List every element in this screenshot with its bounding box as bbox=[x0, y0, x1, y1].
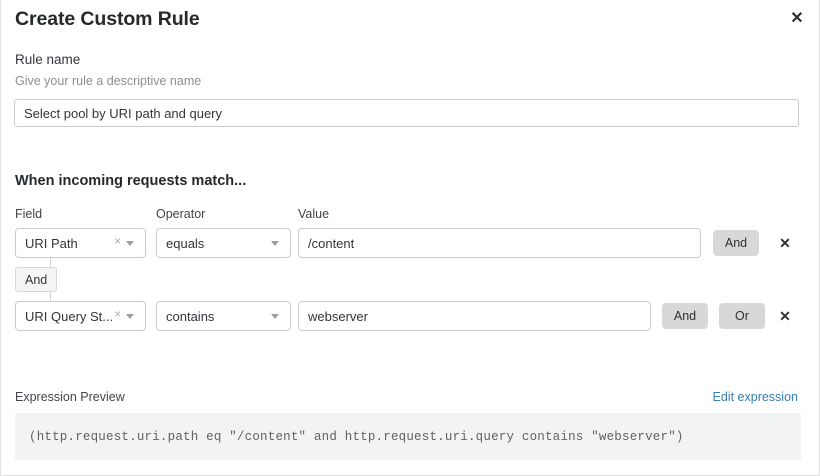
chevron-down-icon bbox=[126, 313, 134, 319]
field-select-row-1[interactable]: URI Path × bbox=[15, 228, 146, 258]
clear-icon[interactable]: × bbox=[114, 309, 121, 322]
or-button-row-2[interactable]: Or bbox=[719, 303, 765, 329]
operator-select-value: equals bbox=[166, 235, 205, 251]
rule-name-label: Rule name bbox=[15, 52, 81, 67]
expression-preview-text: (http.request.uri.path eq "/content" and… bbox=[29, 429, 684, 444]
match-section-heading: When incoming requests match... bbox=[15, 173, 247, 189]
delete-row-icon-row-2[interactable]: ✕ bbox=[779, 308, 791, 324]
and-button-row-1[interactable]: And bbox=[713, 230, 759, 256]
and-button-row-2[interactable]: And bbox=[662, 303, 708, 329]
expression-preview-box: (http.request.uri.path eq "/content" and… bbox=[15, 413, 801, 460]
connector-and-chip[interactable]: And bbox=[15, 267, 58, 292]
expression-preview-label: Expression Preview bbox=[15, 390, 125, 404]
rule-name-input[interactable] bbox=[14, 99, 799, 127]
rule-name-help-text: Give your rule a descriptive name bbox=[15, 74, 202, 88]
chevron-down-icon bbox=[271, 313, 279, 319]
column-header-field: Field bbox=[15, 207, 43, 221]
dialog-title: Create Custom Rule bbox=[15, 8, 200, 30]
condition-row: URI Query St... × contains And Or ✕ bbox=[1, 301, 820, 331]
chevron-down-icon bbox=[126, 240, 134, 246]
field-select-row-2[interactable]: URI Query St... × bbox=[15, 301, 146, 331]
value-input-row-2[interactable] bbox=[298, 301, 651, 331]
field-select-value: URI Query St... bbox=[25, 308, 113, 324]
close-icon[interactable]: ✕ bbox=[790, 10, 804, 27]
delete-row-icon-row-1[interactable]: ✕ bbox=[779, 235, 791, 251]
column-header-operator: Operator bbox=[156, 207, 206, 221]
operator-select-row-1[interactable]: equals bbox=[156, 228, 291, 258]
value-input-row-1[interactable] bbox=[298, 228, 701, 258]
column-header-value: Value bbox=[298, 207, 330, 221]
field-select-value: URI Path bbox=[25, 235, 78, 251]
condition-row: URI Path × equals And ✕ bbox=[1, 228, 820, 258]
edit-expression-link[interactable]: Edit expression bbox=[712, 390, 798, 404]
operator-select-value: contains bbox=[166, 308, 215, 324]
operator-select-row-2[interactable]: contains bbox=[156, 301, 291, 331]
clear-icon[interactable]: × bbox=[114, 236, 121, 249]
chevron-down-icon bbox=[271, 240, 279, 246]
